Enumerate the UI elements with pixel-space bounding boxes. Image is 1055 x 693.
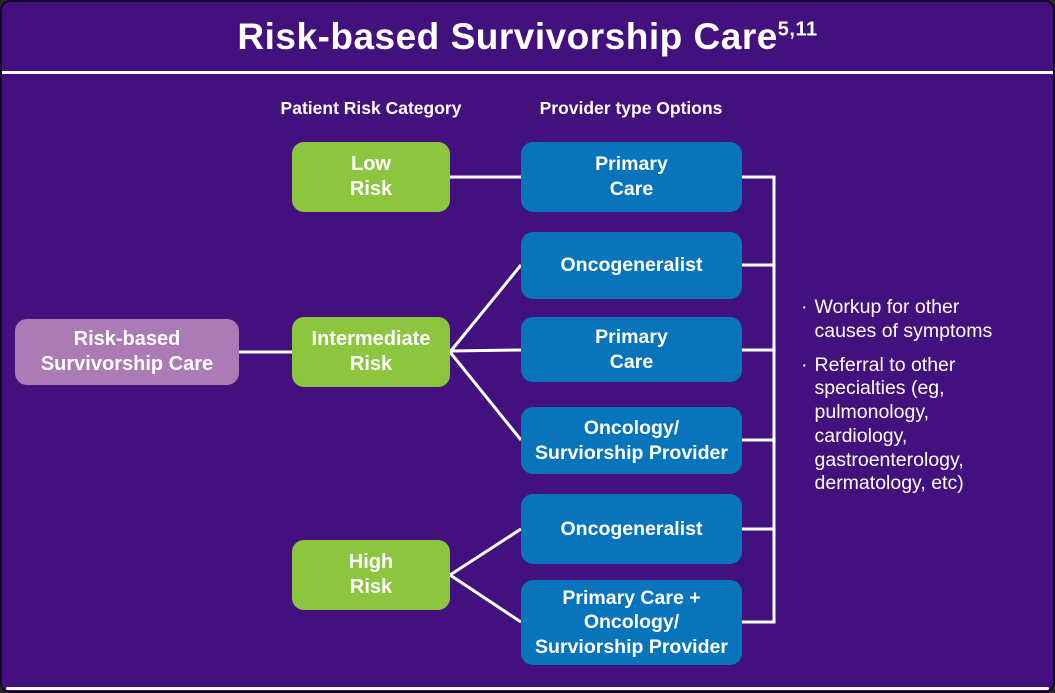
note-item-referral: · Referral to other specialties (eg, pul…: [801, 354, 1046, 497]
bullet-icon: ·: [801, 296, 808, 318]
notes-list: · Workup for other causes of symptoms · …: [801, 296, 1046, 506]
provider-node-oncology-surviorship-provider: Oncology/ Surviorship Provider: [521, 407, 742, 474]
provider-node-primary-care-plus-oncology: Primary Care + Oncology/ Surviorship Pro…: [521, 580, 742, 665]
provider-node-primary-care-low: Primary Care: [521, 142, 742, 212]
title-reference-superscript: 5,11: [777, 18, 818, 41]
note-item-workup: · Workup for other causes of symptoms: [801, 296, 1046, 344]
page-title-text: Risk-based Survivorship Care: [237, 15, 778, 57]
note-text: Workup for other causes of symptoms: [814, 296, 993, 342]
risk-node-intermediate-label: Intermediate Risk: [311, 327, 431, 375]
provider-node-label: Primary Care: [595, 325, 668, 373]
column-header-patient-risk-category: Patient Risk Category: [280, 98, 462, 118]
provider-node-label: Oncogeneralist: [560, 517, 703, 540]
risk-node-high-label: High Risk: [348, 550, 394, 598]
provider-node-label: Oncogeneralist: [560, 254, 703, 277]
risk-node-low-label: Low Risk: [349, 152, 393, 200]
provider-node-label: Oncology/ Surviorship Provider: [535, 416, 728, 464]
risk-node-high: High Risk: [292, 540, 450, 610]
risk-node-intermediate: Intermediate Risk: [292, 317, 450, 387]
provider-node-oncogeneralist-intermediate: Oncogeneralist: [521, 232, 742, 299]
page-title: Risk-based Survivorship Care5,11: [237, 16, 817, 58]
note-text: Referral to other specialties (eg, pulmo…: [814, 353, 964, 495]
root-node-risk-based-survivorship-care: Risk-based Survivorship Care: [15, 319, 239, 385]
header-divider: [2, 71, 1053, 74]
root-node-label: Risk-based Survivorship Care: [40, 327, 214, 375]
column-header-provider-type-options: Provider type Options: [539, 98, 723, 118]
title-bar: Risk-based Survivorship Care5,11: [2, 2, 1053, 71]
risk-node-low: Low Risk: [292, 142, 450, 212]
bottom-divider: [6, 687, 1049, 690]
provider-node-label: Primary Care: [595, 153, 668, 200]
provider-node-oncogeneralist-high: Oncogeneralist: [521, 494, 742, 564]
provider-node-label: Primary Care + Oncology/ Surviorship Pro…: [535, 586, 728, 658]
provider-node-primary-care-intermediate: Primary Care: [521, 317, 742, 382]
bullet-icon: ·: [801, 353, 808, 376]
